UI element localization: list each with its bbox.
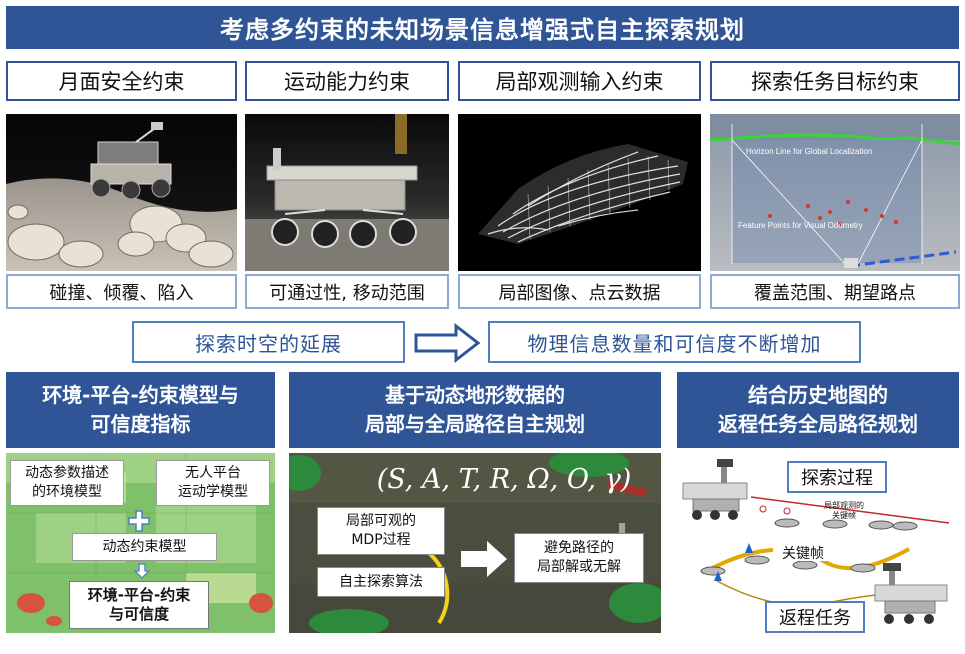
env-model-box: 动态参数描述 的环境模型 — [10, 460, 124, 506]
output-model-line2: 与可信度 — [108, 605, 169, 623]
platform-model-line1: 无人平台 — [185, 465, 241, 481]
section-header-model-line1: 环境-平台-约束模型与 — [42, 383, 239, 407]
exploration-process-label: 探索过程 — [787, 461, 887, 493]
section-header-model-line2: 可信度指标 — [90, 412, 191, 436]
platform-model-box: 无人平台 运动学模型 — [156, 460, 270, 506]
local-keyframe-line2: 关键帧 — [832, 511, 856, 520]
section-header-planning-line2: 局部与全局路径自主规划 — [365, 412, 585, 436]
constraint-caption-safety: 碰撞、倾覆、陷入 — [6, 274, 237, 309]
constraint-title-mobility: 运动能力约束 — [245, 61, 449, 101]
section-header-return-line2: 返程任务全局路径规划 — [718, 412, 918, 436]
env-model-line2: 的环境模型 — [32, 484, 102, 500]
yutu-rover-photo — [245, 114, 449, 271]
section-header-return-line1: 结合历史地图的 — [748, 383, 888, 407]
flow-arrow-icon — [412, 322, 482, 364]
constraint-caption-observation: 局部图像、点云数据 — [458, 274, 701, 309]
output-model-line1: 环境-平台-约束 — [87, 586, 191, 604]
planning-panel: (S, A, T, R, Ω, O, γ) 局部可观的 MDP过程 自主探索算法… — [289, 453, 661, 633]
result-box: 避免路径的 局部解或无解 — [514, 533, 644, 583]
down-arrow-icon — [133, 563, 151, 579]
constraint-title-safety: 月面安全约束 — [6, 61, 237, 101]
flow-left-box: 探索时空的延展 — [132, 321, 405, 363]
return-panel: 探索过程 局部观测的 关键帧 关键帧 返程任务 — [677, 453, 959, 633]
result-line2: 局部解或无解 — [537, 559, 621, 575]
main-title: 考虑多约束的未知场景信息增强式自主探索规划 — [6, 6, 959, 49]
local-keyframe-note: 局部观测的 关键帧 — [809, 501, 879, 521]
right-arrow-icon — [459, 539, 509, 579]
platform-model-line2: 运动学模型 — [178, 484, 248, 500]
flow-right-box: 物理信息数量和可信度不断增加 — [488, 321, 861, 363]
result-line1: 避免路径的 — [544, 540, 614, 556]
rover-bottom-icon — [874, 563, 948, 624]
constraint-title-observation: 局部观测输入约束 — [458, 61, 701, 101]
lunar-surface-localization-image: Horizon Line for Global Localization Fea… — [710, 114, 960, 271]
horizon-line-label: Horizon Line for Global Localization — [746, 147, 872, 156]
exploration-algorithm-box: 自主探索算法 — [317, 567, 445, 597]
constraint-title-mission: 探索任务目标约束 — [710, 61, 960, 101]
plus-icon — [127, 509, 151, 533]
section-header-return: 结合历史地图的 返程任务全局路径规划 — [677, 372, 959, 448]
keyframe-label: 关键帧 — [773, 543, 833, 562]
mdp-process-line1: 局部可观的 — [346, 513, 416, 529]
mdp-tuple: (S, A, T, R, Ω, O, γ) — [376, 463, 632, 495]
section-header-planning: 基于动态地形数据的 局部与全局路径自主规划 — [289, 372, 661, 448]
constraint-caption-mission: 覆盖范围、期望路点 — [710, 274, 960, 309]
mdp-process-box: 局部可观的 MDP过程 — [317, 507, 445, 555]
rover-top-icon — [682, 459, 748, 520]
feature-points-label: Feature Points for Visual Odometry — [738, 221, 863, 230]
section-header-planning-line1: 基于动态地形数据的 — [385, 383, 565, 407]
env-model-line1: 动态参数描述 — [25, 465, 109, 481]
model-panel: 动态参数描述 的环境模型 无人平台 运动学模型 动态约束模型 环境-平台-约束 … — [6, 453, 275, 633]
output-model-box: 环境-平台-约束 与可信度 — [69, 581, 209, 629]
dynamic-constraint-box: 动态约束模型 — [72, 533, 217, 561]
constraint-caption-mobility: 可通过性, 移动范围 — [245, 274, 449, 309]
section-header-model: 环境-平台-约束模型与 可信度指标 — [6, 372, 275, 448]
mdp-process-line2: MDP过程 — [351, 532, 411, 548]
return-mission-label: 返程任务 — [765, 601, 865, 633]
point-cloud-image — [458, 114, 701, 271]
local-keyframe-line1: 局部观测的 — [824, 501, 864, 510]
lunar-rover-photo — [6, 114, 237, 271]
